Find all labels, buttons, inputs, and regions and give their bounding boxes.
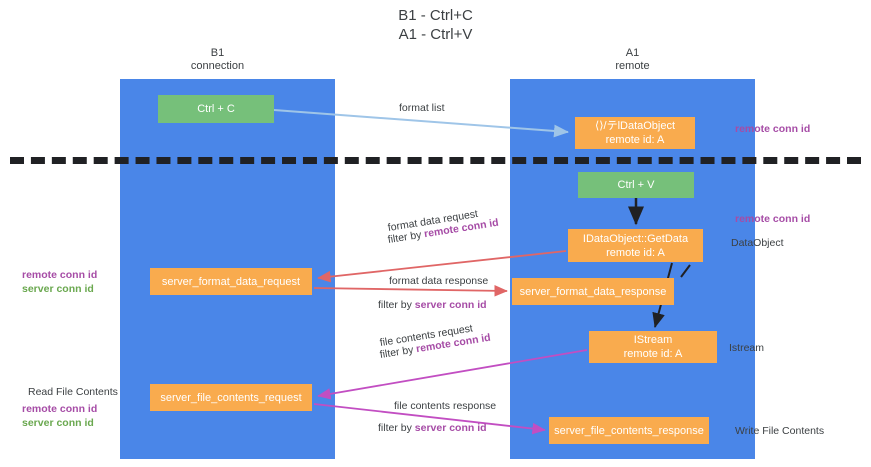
node-idataobject-getdata[interactable]: IDataObject::GetData remote id: A — [568, 229, 703, 262]
annotation-right-remote-conn-id-top: remote conn id — [735, 123, 811, 135]
annotation-right-remote-conn-id-mid: remote conn id — [735, 213, 811, 225]
annotation-istream: Istream — [729, 342, 765, 354]
node-istream-line2: remote id: A — [623, 348, 683, 360]
filter-prefix: filter by — [378, 422, 415, 434]
edge-label-file-contents-response-filter: filter by server conn id — [378, 421, 487, 435]
phase-divider — [10, 157, 861, 164]
filter-prefix: filter by — [378, 299, 415, 311]
edge-label-file-contents-response: file contents response — [394, 400, 497, 412]
annotation-left-remote-conn-id-2: remote conn id — [22, 403, 98, 415]
node-server-format-data-request[interactable]: server_format_data_request — [150, 268, 312, 295]
annotation-left-server-conn-id-1: server conn id — [22, 283, 94, 295]
node-server-file-contents-request[interactable]: server_file_contents_request — [150, 384, 312, 411]
edge-label-format-data-response-filter: filter by server conn id — [378, 298, 487, 312]
node-idataobject[interactable]: ⟨⟩/テlDataObject remote id: A — [575, 117, 695, 149]
annotation-read-file-contents: Read File Contents — [28, 386, 118, 398]
filter-key-server-conn-id: server conn id — [414, 422, 487, 434]
edge-format-list — [273, 109, 569, 138]
edge-response-to-getdata — [680, 264, 691, 278]
edge-file-contents-response — [313, 403, 546, 435]
edge-label-format-list: format list — [399, 102, 445, 114]
node-server-file-contents-response-label: server_file_contents_response — [554, 424, 704, 437]
annotation-left-conn-ids-top: remote conn id server conn id — [22, 268, 97, 296]
node-ctrl-c[interactable]: Ctrl + C — [158, 95, 274, 123]
annotation-dataobject: DataObject — [731, 237, 784, 249]
node-getdata-line1: IDataObject::GetData — [582, 232, 689, 245]
annotation-left-conn-ids-bottom: remote conn id server conn id — [22, 402, 97, 430]
column-header-b1: B1 connection — [190, 47, 245, 72]
annotation-left-server-conn-id-2: server conn id — [22, 417, 94, 429]
node-server-file-contents-request-label: server_file_contents_request — [160, 391, 302, 404]
node-server-file-contents-response[interactable]: server_file_contents_response — [549, 417, 709, 444]
node-ctrl-v-label: Ctrl + V — [617, 179, 655, 191]
node-server-format-data-response[interactable]: server_format_data_response — [512, 278, 674, 305]
node-idataobject-line1: ⟨⟩/テlDataObject — [594, 120, 676, 132]
node-server-format-data-request-label: server_format_data_request — [161, 275, 301, 288]
node-server-format-data-response-label: server_format_data_response — [519, 285, 667, 298]
filter-key-server-conn-id: server conn id — [414, 299, 487, 311]
edge-format-data-response — [313, 285, 508, 297]
edge-format-data-request — [317, 250, 567, 283]
diagram-title: B1 - Ctrl+C A1 - Ctrl+V — [398, 7, 473, 43]
node-ctrl-v[interactable]: Ctrl + V — [578, 172, 694, 198]
node-istream-line1: IStream — [633, 334, 673, 346]
node-getdata-line2: remote id: A — [606, 246, 665, 259]
annotation-left-remote-conn-id-1: remote conn id — [22, 269, 98, 281]
annotation-write-file-contents: Write File Contents — [735, 425, 825, 437]
edge-label-format-data-response: format data response — [389, 275, 489, 287]
column-header-a1: A1 remote — [615, 47, 650, 72]
node-idataobject-line2: remote id: A — [605, 134, 665, 146]
node-istream[interactable]: IStream remote id: A — [589, 331, 717, 363]
node-ctrl-c-label: Ctrl + C — [197, 103, 235, 115]
edge-file-contents-request — [317, 349, 588, 400]
